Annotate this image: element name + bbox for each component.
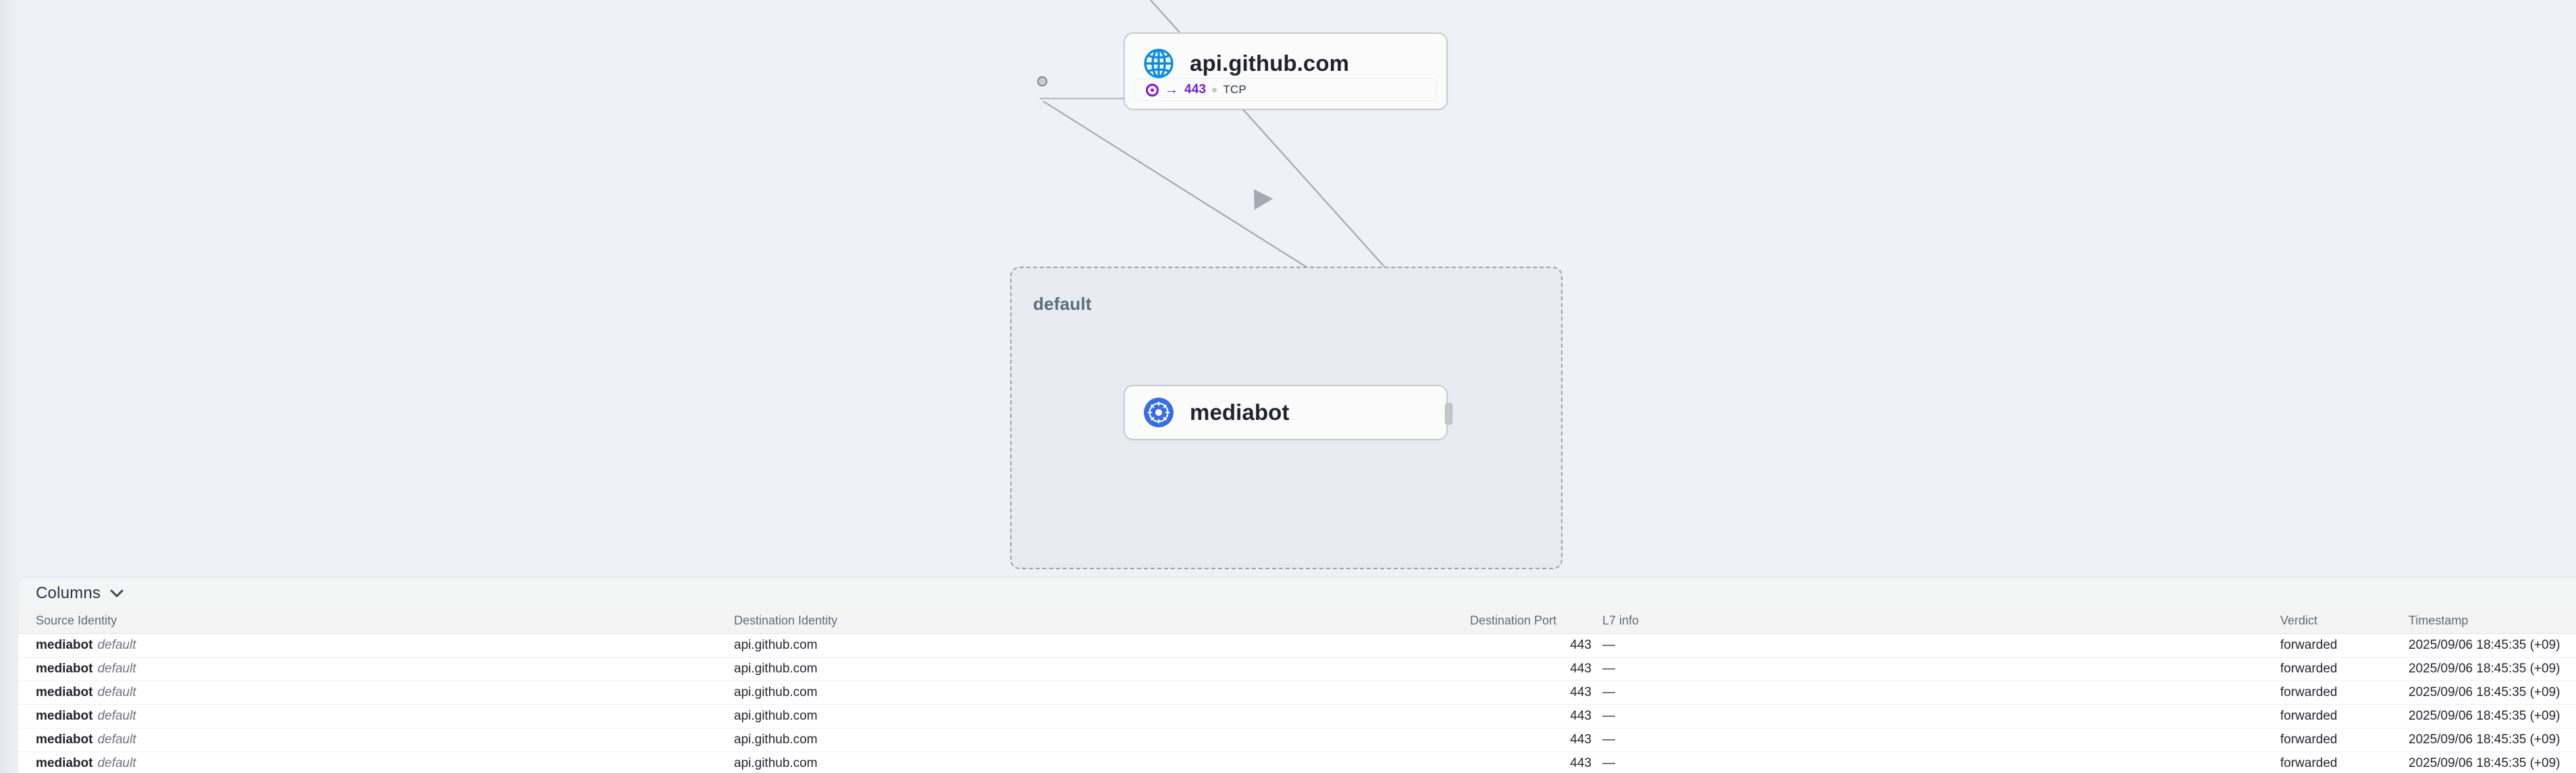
source-pod-name: mediabot	[36, 685, 93, 699]
cell-l7-info: —	[1592, 728, 2280, 752]
cell-l7-info: —	[1592, 751, 2280, 773]
column-header-destination-identity[interactable]: Destination Identity	[734, 609, 1470, 634]
source-namespace: default	[97, 685, 136, 699]
cell-verdict: forwarded	[2280, 681, 2409, 705]
cell-source-identity: mediabot default	[18, 633, 734, 658]
cell-timestamp: 2025/09/06 18:45:35 (+09)	[2409, 728, 2576, 752]
cell-destination-identity: api.github.com	[734, 657, 1470, 681]
cell-verdict: forwarded	[2280, 728, 2409, 752]
source-namespace: default	[97, 662, 136, 676]
flows-table[interactable]: Source Identity Destination Identity Des…	[18, 609, 2576, 773]
node-title: api.github.com	[1190, 51, 1350, 76]
service-map-canvas[interactable]: default api.github.com	[0, 0, 2576, 581]
source-pod-name: mediabot	[36, 732, 93, 747]
node-header: api.github.com	[1125, 34, 1446, 90]
cell-verdict: forwarded	[2280, 751, 2409, 773]
edge-target-handle[interactable]	[1445, 403, 1452, 425]
source-pod-name: mediabot	[36, 756, 93, 770]
cell-source-identity: mediabot default	[18, 704, 734, 728]
cell-destination-identity: api.github.com	[734, 681, 1470, 705]
table-header-row: Source Identity Destination Identity Des…	[18, 609, 2576, 634]
columns-label: Columns	[36, 584, 101, 602]
flows-panel: Columns Source Identity Destination Iden…	[18, 578, 2576, 773]
cell-destination-port: 443	[1470, 728, 1592, 752]
cell-destination-port: 443	[1470, 681, 1592, 705]
node-api-github-com[interactable]: api.github.com → 443 TCP	[1037, 32, 1448, 110]
cell-timestamp: 2025/09/06 18:45:35 (+09)	[2409, 704, 2576, 728]
cell-source-identity: mediabot default	[18, 657, 734, 681]
cell-destination-identity: api.github.com	[734, 704, 1470, 728]
source-namespace: default	[97, 709, 136, 723]
cell-l7-info: —	[1592, 704, 2280, 728]
node-port-row[interactable]: → 443 TCP	[1134, 78, 1437, 101]
column-header-l7-info[interactable]: L7 info	[1592, 609, 2280, 634]
source-namespace: default	[97, 756, 136, 770]
column-header-destination-port[interactable]: Destination Port	[1470, 609, 1592, 634]
source-pod-name: mediabot	[36, 638, 93, 652]
source-pod-name: mediabot	[36, 709, 93, 723]
cell-l7-info: —	[1592, 681, 2280, 705]
edge-source-handle[interactable]	[1037, 76, 1047, 86]
chevron-down-icon[interactable]	[110, 589, 124, 598]
source-namespace: default	[97, 638, 136, 652]
node-mediabot[interactable]: mediabot	[1124, 385, 1452, 440]
cell-verdict: forwarded	[2280, 633, 2409, 658]
cell-destination-port: 443	[1470, 633, 1592, 658]
port-protocol: TCP	[1223, 83, 1246, 96]
cell-verdict: forwarded	[2280, 657, 2409, 681]
node-header: mediabot	[1125, 396, 1307, 429]
cell-timestamp: 2025/09/06 18:45:35 (+09)	[2409, 751, 2576, 773]
cell-timestamp: 2025/09/06 18:45:35 (+09)	[2409, 657, 2576, 681]
column-header-verdict[interactable]: Verdict	[2280, 609, 2409, 634]
flows-table-head: Source Identity Destination Identity Des…	[18, 609, 2576, 634]
column-header-source-identity[interactable]: Source Identity	[18, 609, 734, 634]
source-pod-name: mediabot	[36, 662, 93, 676]
port-number: 443	[1184, 82, 1207, 97]
cell-destination-identity: api.github.com	[734, 728, 1470, 752]
columns-toggle-button[interactable]: Columns	[18, 578, 2576, 609]
cell-source-identity: mediabot default	[18, 751, 734, 773]
cell-timestamp: 2025/09/06 18:45:35 (+09)	[2409, 633, 2576, 658]
cell-source-identity: mediabot default	[18, 728, 734, 752]
source-namespace: default	[97, 732, 136, 747]
column-header-timestamp[interactable]: Timestamp	[2409, 609, 2576, 634]
port-separator-dot	[1212, 87, 1217, 92]
cell-verdict: forwarded	[2280, 704, 2409, 728]
port-direction-arrow: →	[1165, 82, 1178, 97]
cell-l7-info: —	[1592, 657, 2280, 681]
namespace-label: default	[1033, 294, 1092, 314]
cell-destination-identity: api.github.com	[734, 633, 1470, 658]
cell-destination-port: 443	[1470, 751, 1592, 773]
cell-timestamp: 2025/09/06 18:45:35 (+09)	[2409, 681, 2576, 705]
node-title: mediabot	[1190, 400, 1290, 425]
cell-destination-port: 443	[1470, 657, 1592, 681]
kubernetes-icon	[1144, 398, 1174, 427]
left-gutter	[0, 0, 18, 773]
cell-l7-info: —	[1592, 633, 2280, 658]
globe-icon	[1144, 49, 1174, 78]
cell-source-identity: mediabot default	[18, 681, 734, 705]
cell-destination-port: 443	[1470, 704, 1592, 728]
policy-eye-icon	[1146, 83, 1159, 97]
cell-destination-identity: api.github.com	[734, 751, 1470, 773]
